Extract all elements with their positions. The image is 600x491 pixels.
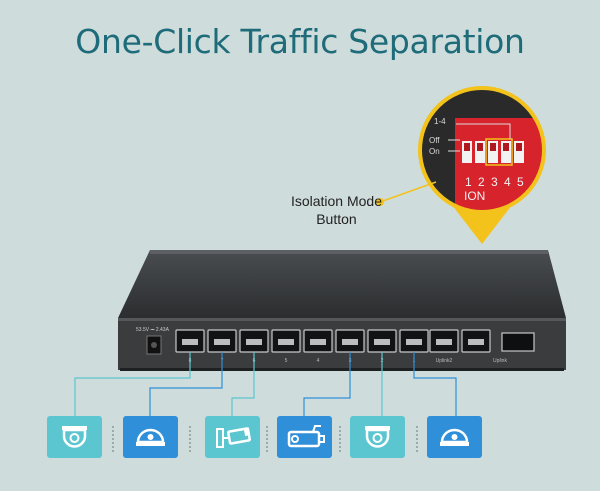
bullet-camera-icon [287,425,325,448]
power-label: 53.5V ⎓ 2.43A [136,327,170,333]
dip-number: 2 [478,175,485,189]
dip-label-range: 1-4 [434,117,446,126]
sfp-port [501,332,535,352]
port-number: 4 [317,358,320,364]
dip-number: 5 [517,175,524,189]
callout-dot [376,198,384,206]
dip-number: 4 [504,175,511,189]
dip-number: 3 [491,175,498,189]
device-tile [47,416,102,458]
separator [189,426,191,452]
isolation-mode-label: Isolation Mode Button [291,192,382,228]
separator [266,426,268,452]
dip-label-off: Off [429,136,440,145]
switch-top [118,250,566,318]
callout-line-1: Isolation Mode [290,193,382,209]
dome-camera-icon [365,426,390,448]
device-tile [427,416,482,458]
separator [112,426,114,452]
connection-lines [74,352,457,416]
dip-number: 1 [465,175,472,189]
dip-label-on: On [429,147,440,156]
dome-camera-icon [62,426,87,448]
dome-camera-icon [440,428,469,446]
dome-camera-icon [136,428,165,446]
uplink2-label: Uplink2 [436,358,453,364]
device-tile [277,416,332,458]
separator [416,426,418,452]
callout-line [379,181,437,203]
uplink-label: Uplink [493,358,507,364]
page-title: One-Click Traffic Separation [75,22,525,61]
bullet-camera-icon [216,427,251,448]
device-tile [123,416,178,458]
port-number: 5 [285,358,288,364]
callout-line-2: Button [316,211,357,227]
device-tile [205,416,260,458]
device-tile [350,416,405,458]
separator [339,426,341,452]
dip-bottom-text: ION [464,189,485,203]
callout-pointer [452,205,512,244]
